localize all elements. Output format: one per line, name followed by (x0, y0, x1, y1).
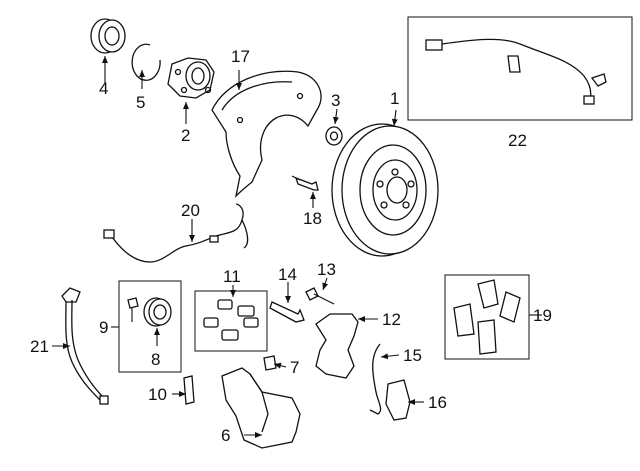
snap-ring (131, 43, 161, 81)
callout-17: 17 (231, 47, 250, 66)
callout-8: 8 (151, 350, 161, 369)
callout-5: 5 (136, 93, 146, 112)
washer (325, 126, 343, 146)
caliper-pins (203, 299, 259, 341)
brake-caliper (221, 367, 301, 449)
callout-16: 16 (428, 393, 447, 412)
pad-kit-box (444, 274, 530, 360)
pad-shim (385, 379, 411, 421)
callout-20: 20 (181, 201, 200, 220)
callout-22: 22 (508, 131, 527, 150)
callout-11: 11 (223, 267, 241, 286)
guide-bolt (269, 301, 305, 323)
leader-lines (52, 56, 542, 438)
callout-12: 12 (382, 310, 401, 329)
callout-15: 15 (403, 346, 422, 365)
brake-hose (61, 287, 109, 405)
callout-10: 10 (148, 385, 167, 404)
bearing-kit-box (118, 280, 182, 373)
bolt-9 (127, 297, 139, 322)
callout-18: 18 (303, 209, 322, 228)
callout-4: 4 (99, 79, 109, 98)
wheel-bearing (90, 18, 126, 54)
callout-7: 7 (290, 358, 300, 377)
bracket-bolt (305, 287, 335, 305)
callout-1: 1 (390, 89, 400, 108)
callout-9: 9 (99, 318, 109, 337)
callout-2: 2 (181, 126, 191, 145)
sensor-kit-box (407, 16, 633, 121)
callout-13: 13 (317, 260, 336, 279)
caliper-bracket (315, 313, 359, 379)
brake-pads (453, 279, 521, 355)
abs-sensor-harness (425, 38, 607, 105)
callout-14: 14 (278, 265, 297, 284)
callout-21: 21 (30, 337, 49, 356)
bleeder-screw (263, 355, 277, 371)
brake-rotor (331, 123, 439, 257)
dust-shield (211, 70, 322, 198)
sensor-harness (103, 203, 249, 263)
anti-rattle-clip (369, 343, 382, 415)
callout-3: 3 (331, 91, 341, 110)
bearing-8 (143, 297, 172, 327)
callout-19: 19 (533, 306, 552, 325)
callout-6: 6 (221, 426, 231, 445)
wheel-speed-sensor (183, 375, 195, 405)
wheel-hub (167, 57, 215, 99)
rotor-screw (291, 175, 319, 191)
